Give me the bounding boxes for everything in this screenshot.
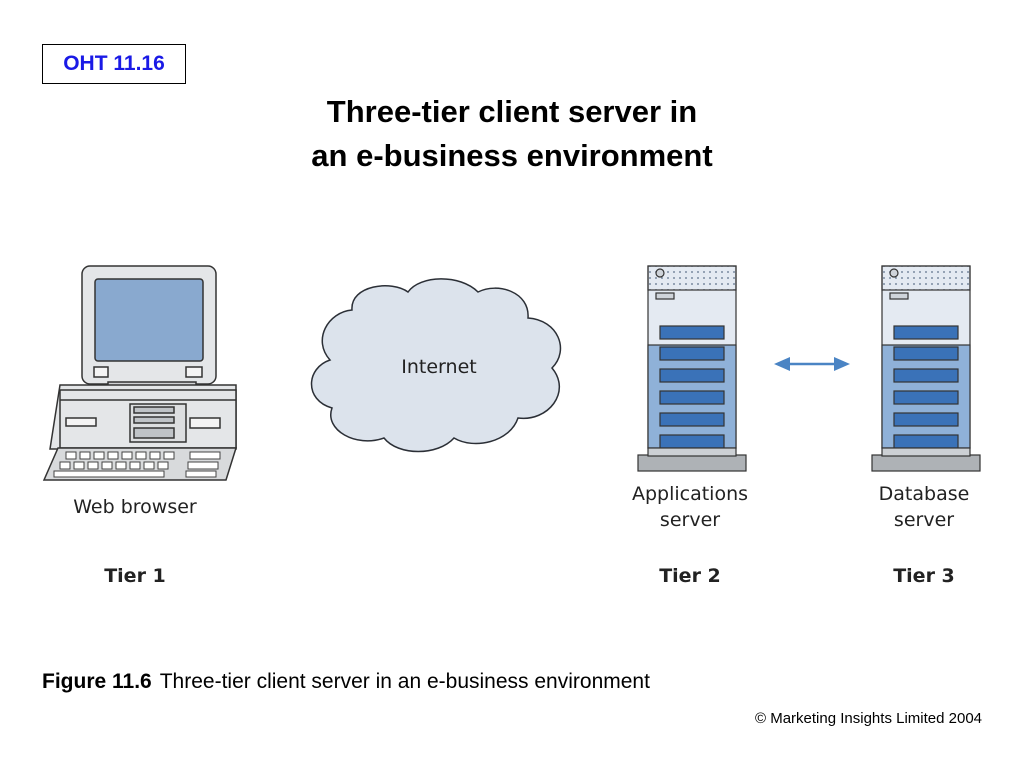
figure-number: Figure 11.6 (42, 670, 152, 693)
app-server-label-line-2: server (660, 509, 720, 531)
copyright: © Marketing Insights Limited 2004 (755, 710, 982, 727)
server-icon (637, 265, 747, 472)
tier-1-label: Tier 1 (104, 565, 166, 587)
slide-title-line-1: Three-tier client server in (326, 94, 698, 129)
database-server-icon (871, 265, 981, 472)
db-server-label-line-1: Database (879, 483, 970, 505)
figure-caption: Figure 11.6 Three-tier client server in a… (42, 670, 650, 694)
cloud-label: Internet (401, 356, 476, 378)
slide-label: OHT 11.16 (42, 44, 186, 84)
app-server-label-line-1: Applications (632, 483, 748, 505)
slide-title-line-2: an e-business environment (311, 138, 713, 173)
db-server-label-line-2: server (894, 509, 954, 531)
tier-3-label: Tier 3 (893, 565, 955, 587)
client-label: Web browser (73, 496, 197, 518)
figure-text: Three-tier client server in an e-busines… (159, 670, 650, 693)
tier-2-label: Tier 2 (659, 565, 721, 587)
double-arrow-icon (774, 357, 850, 371)
computer-icon (42, 265, 238, 481)
cloud-icon (310, 278, 562, 453)
